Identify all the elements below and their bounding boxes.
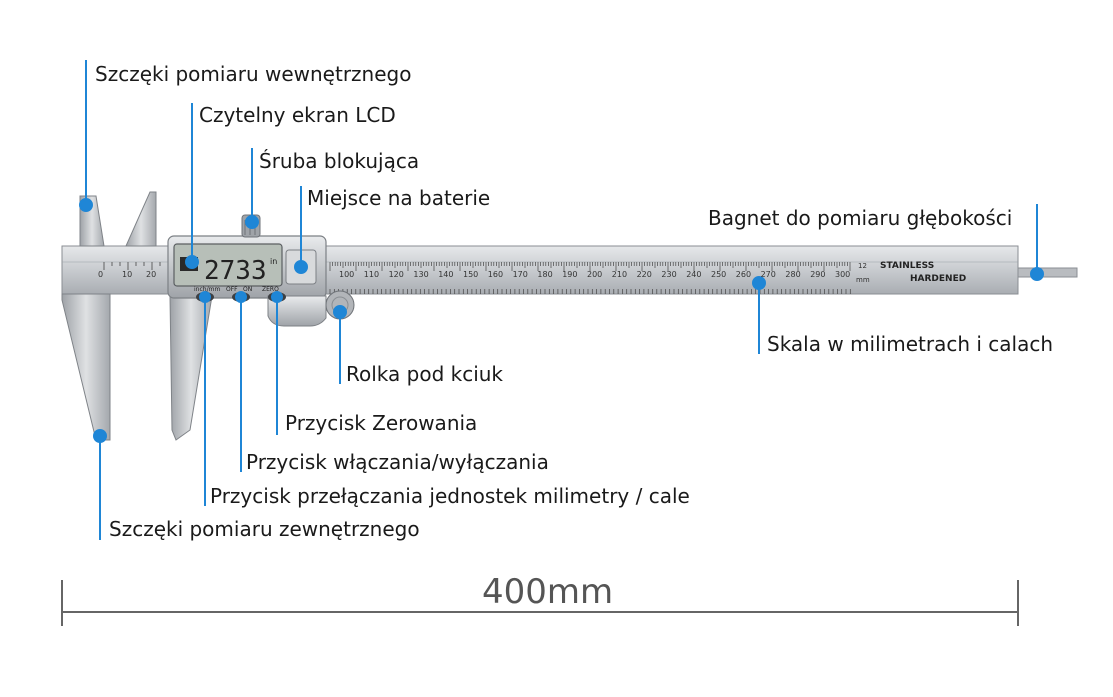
label-battery: Miejsce na baterie <box>307 186 491 210</box>
stainless-mark: STAINLESS <box>880 261 934 271</box>
scale-label: 280 <box>785 270 800 279</box>
label-unit-button: Przycisk przełączania jednostek milimetr… <box>210 484 690 508</box>
scale-label: 180 <box>537 270 552 279</box>
hardened-mark: HARDENED <box>910 274 966 284</box>
dimension-label: 400mm <box>482 572 614 612</box>
label-power-button: Przycisk włączania/wyłączania <box>246 450 549 474</box>
scale-label: 110 <box>364 270 379 279</box>
scale-label: 190 <box>562 270 577 279</box>
scale-label: 200 <box>587 270 602 279</box>
label-scale: Skala w milimetrach i calach <box>767 332 1054 356</box>
scale-label: 140 <box>438 270 453 279</box>
label-lock-screw: Śruba blokująca <box>259 149 420 173</box>
scale-label: 120 <box>389 270 404 279</box>
scale-label: 20 <box>146 270 156 279</box>
scale-label: 0 <box>98 270 103 279</box>
scale-label: 230 <box>661 270 676 279</box>
scale-label: 250 <box>711 270 726 279</box>
depth-rod <box>1014 267 1078 278</box>
label-on: ON <box>243 286 252 293</box>
scale-label: 170 <box>513 270 528 279</box>
label-zero-button: Przycisk Zerowania <box>285 411 478 435</box>
lcd-value: 2733 <box>204 256 267 286</box>
scale-ticks <box>103 262 161 270</box>
scale-label: 270 <box>761 270 776 279</box>
mm-mark: mm <box>856 276 870 284</box>
label-inner-jaws: Szczęki pomiaru wewnętrznego <box>95 62 412 86</box>
scale-label: 290 <box>810 270 825 279</box>
callouts <box>79 60 1044 540</box>
label-inch-mm: inch/mm <box>194 286 220 293</box>
scale-label: 260 <box>736 270 751 279</box>
scale-label: 100 <box>339 270 354 279</box>
end-mark: 12 <box>858 262 867 270</box>
lcd-unit: in <box>270 257 277 266</box>
label-outer-jaws: Szczęki pomiaru zewnętrznego <box>109 517 420 541</box>
lcd-screen <box>173 243 283 287</box>
label-lcd: Czytelny ekran LCD <box>199 103 396 127</box>
scale-label: 10 <box>122 270 132 279</box>
fixed-outer-jaw <box>61 293 111 441</box>
label-thumb-roller: Rolka pod kciuk <box>346 362 504 386</box>
scale-label: 150 <box>463 270 478 279</box>
scale-label: 240 <box>686 270 701 279</box>
scale-label: 210 <box>612 270 627 279</box>
scale-label: 300 <box>835 270 850 279</box>
label-zero: ZERO <box>262 286 279 293</box>
dimension-line <box>61 580 1019 626</box>
label-depth-rod: Bagnet do pomiaru głębokości <box>708 206 1013 230</box>
label-off: OFF <box>226 286 238 293</box>
scale-label: 160 <box>488 270 503 279</box>
sliding-inner-jaw <box>125 191 157 247</box>
scale-label: 220 <box>637 270 652 279</box>
scale-label: 130 <box>413 270 428 279</box>
